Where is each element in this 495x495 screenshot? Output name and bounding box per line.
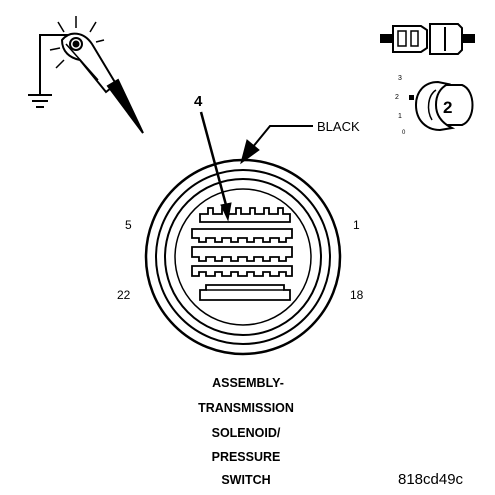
figure-code: 818cd49c — [398, 471, 464, 488]
terminal-row-3 — [191, 246, 293, 262]
test-light-probe-icon — [28, 16, 144, 134]
caption-line-3: SOLENOID/ — [212, 426, 281, 440]
pin-label-1: 1 — [353, 218, 360, 232]
caption-line-4: PRESSURE — [212, 450, 281, 464]
caption-line-2: TRANSMISSION — [198, 401, 294, 415]
wire-color-label: BLACK — [317, 119, 360, 134]
key-position-label-1: 1 — [398, 113, 402, 120]
callout-number: 4 — [194, 93, 203, 110]
key-position-label-3: 3 — [398, 75, 402, 82]
ignition-key-position-icon — [409, 80, 474, 132]
pin-label-22: 22 — [117, 288, 131, 302]
caption-line-1: ASSEMBLY- — [212, 376, 284, 390]
key-position-label-0: 0 — [402, 130, 406, 136]
connector-plug-icon — [380, 23, 475, 55]
terminal-row-4 — [191, 265, 293, 277]
pin-label-5: 5 — [125, 218, 132, 232]
key-position-label-2: 2 — [395, 94, 399, 101]
callout-4-leader — [199, 111, 232, 222]
connector-face — [144, 158, 342, 356]
key-position-number: 2 — [443, 98, 452, 117]
terminal-row-1 — [199, 207, 291, 223]
pin-label-18: 18 — [350, 288, 364, 302]
terminal-row-2 — [191, 228, 293, 243]
caption-line-5: SWITCH — [221, 473, 270, 487]
terminal-row-5 — [199, 284, 291, 301]
component-caption: ASSEMBLY- TRANSMISSION SOLENOID/ PRESSUR… — [198, 376, 294, 487]
black-wire-leader — [240, 125, 313, 165]
